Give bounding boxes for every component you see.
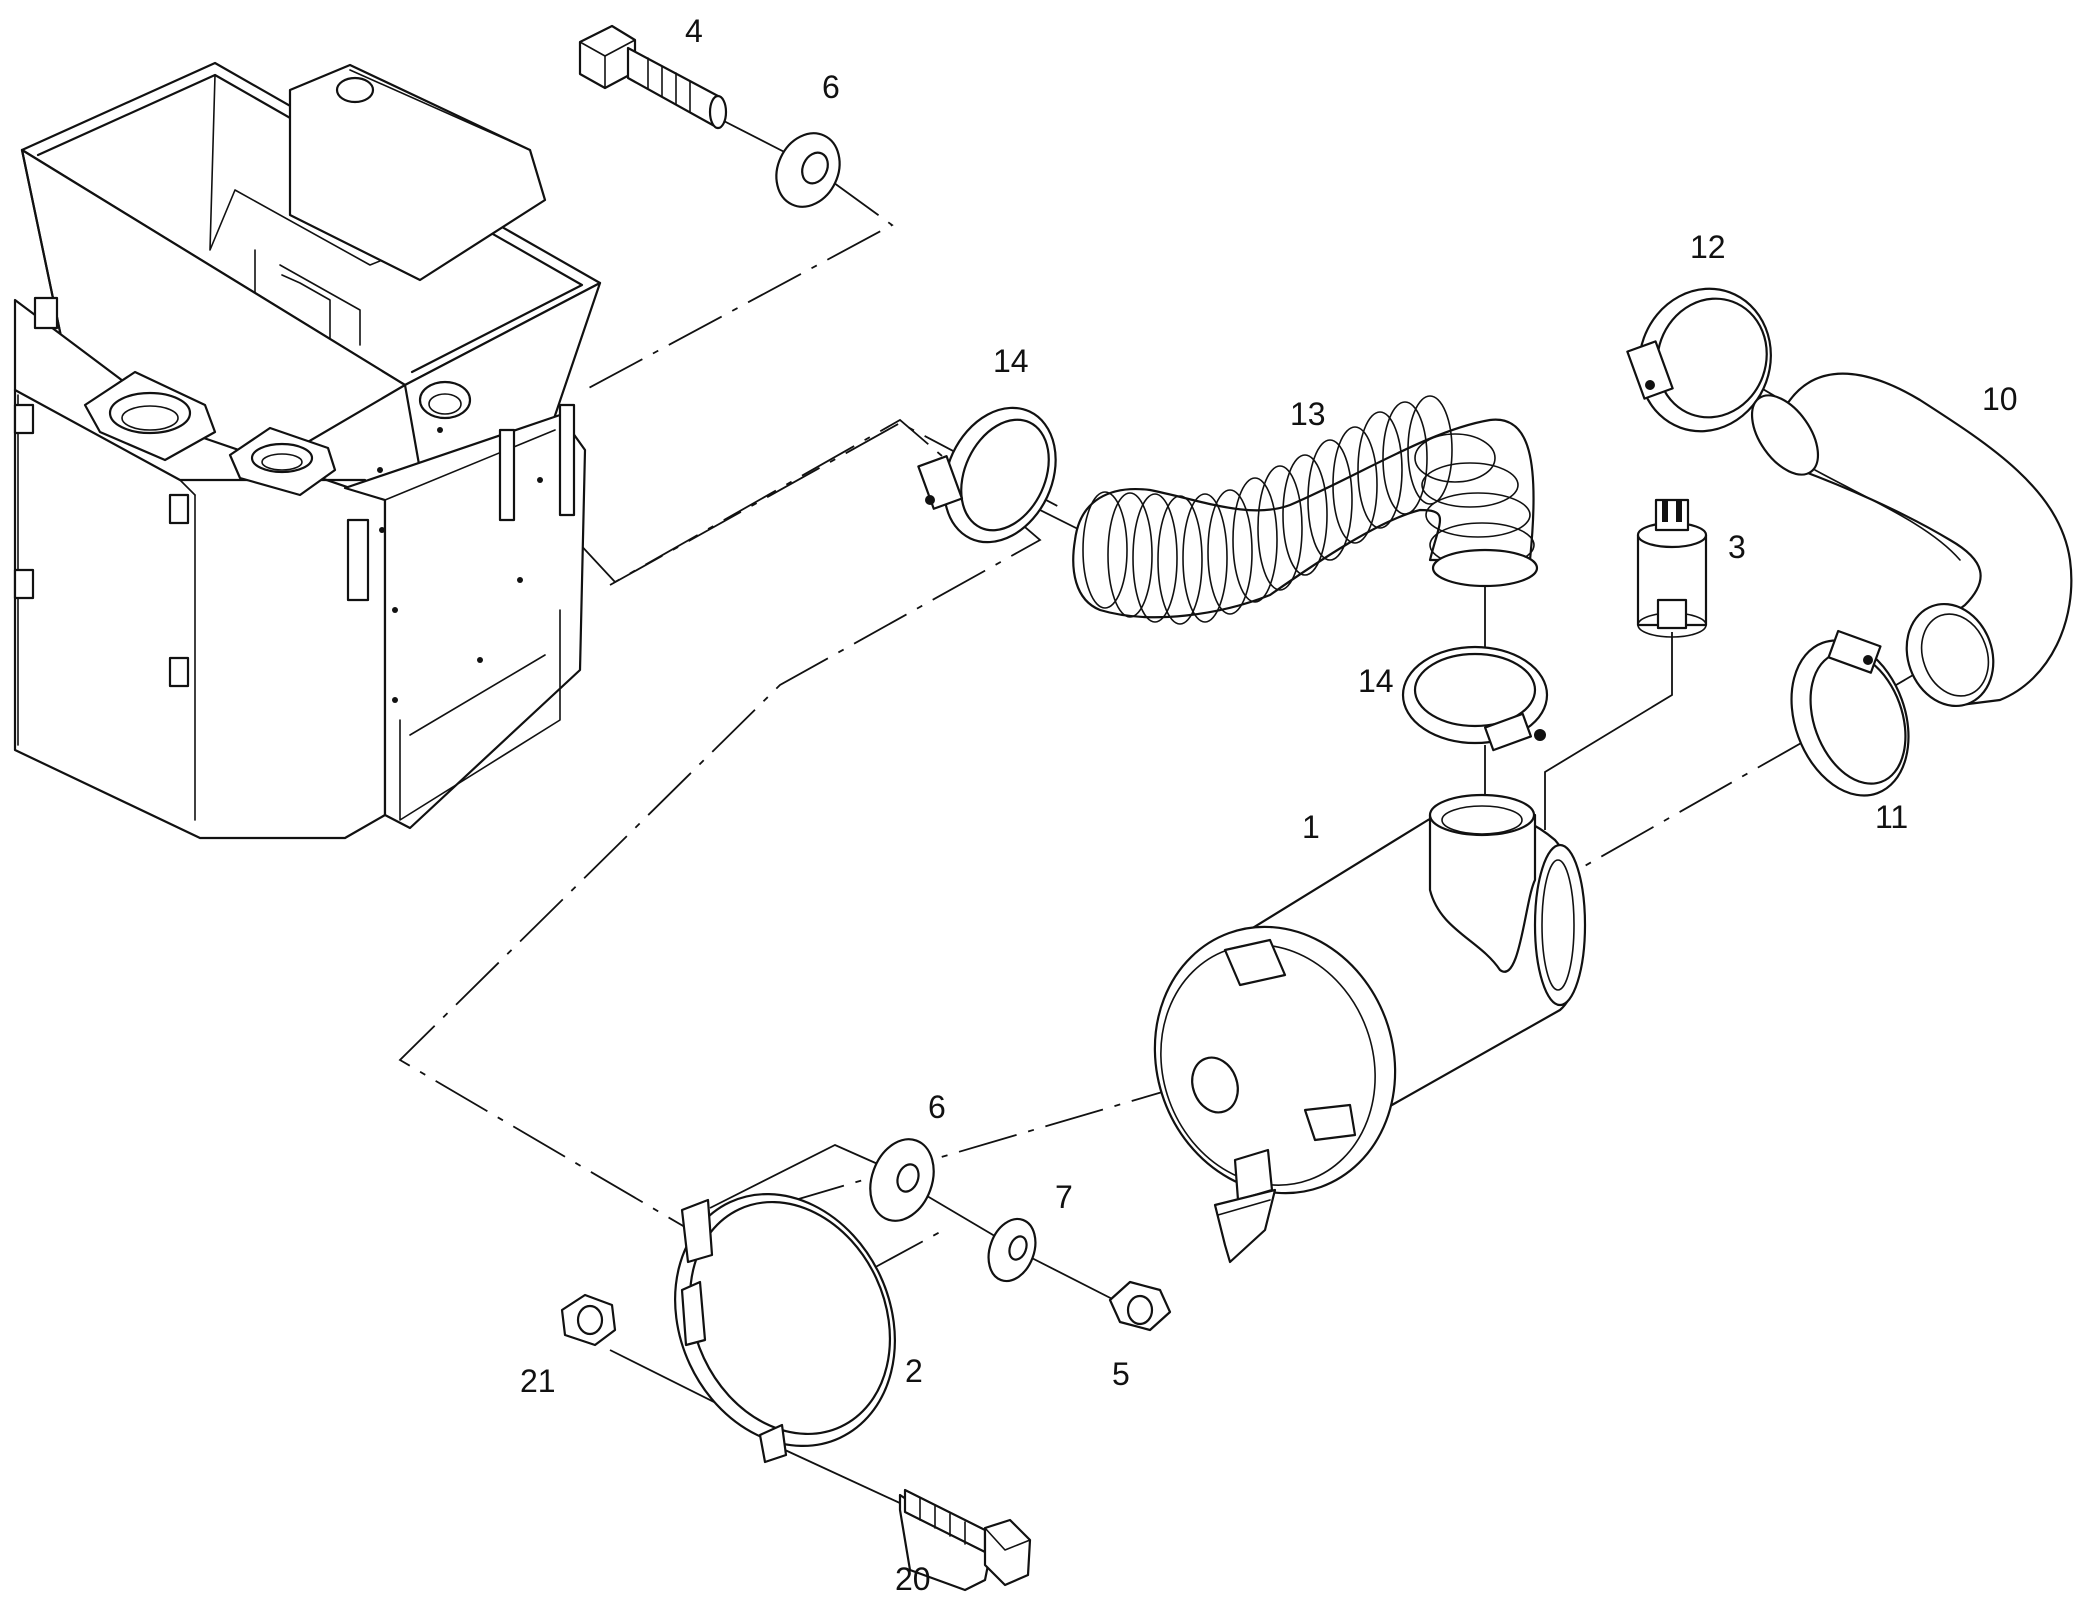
label-part-1: 1: [1302, 809, 1320, 845]
hose-clamp-14-lower: [1401, 645, 1549, 752]
hose-clamp-14-top: [917, 406, 1057, 544]
label-part-7: 7: [1055, 1179, 1073, 1215]
label-part-6-lower: 6: [928, 1089, 946, 1125]
label-part-5: 5: [1112, 1356, 1130, 1392]
bolt-4: [578, 24, 728, 130]
label-part-21: 21: [520, 1363, 556, 1399]
hose-clamp-11: [1790, 629, 1910, 797]
label-part-3: 3: [1728, 529, 1746, 565]
washer-6-lower: [869, 1138, 935, 1222]
elbow-hose-10: [1750, 372, 2073, 708]
label-part-12: 12: [1690, 229, 1726, 265]
label-part-11: 11: [1875, 799, 1908, 835]
label-part-6-top: 6: [822, 69, 840, 105]
nut-5: [1108, 1280, 1172, 1332]
label-part-14-lower: 14: [1358, 663, 1394, 699]
hose-clamp-12: [1626, 287, 1772, 433]
corrugated-hose-13: [1072, 395, 1539, 625]
label-part-20: 20: [895, 1561, 931, 1597]
label-part-2: 2: [905, 1353, 923, 1389]
lock-washer-7: [987, 1217, 1037, 1283]
washer-6-top: [775, 132, 841, 208]
label-part-13: 13: [1290, 396, 1326, 432]
vacuum-switch-3: [1636, 498, 1708, 638]
mounting-band-clamp-2: [674, 1193, 896, 1464]
label-part-14-top: 14: [993, 343, 1029, 379]
label-part-10: 10: [1982, 381, 2018, 417]
bolt-20: [898, 1488, 1032, 1592]
nut-21: [560, 1293, 617, 1347]
label-part-4: 4: [685, 13, 703, 49]
tank-housing: [13, 61, 602, 840]
part-labels: 4 6 14 13 12 10 3 14 11 1 6 7 2 5 21 20: [520, 13, 2018, 1597]
air-filter-housing-1: [1153, 793, 1587, 1264]
